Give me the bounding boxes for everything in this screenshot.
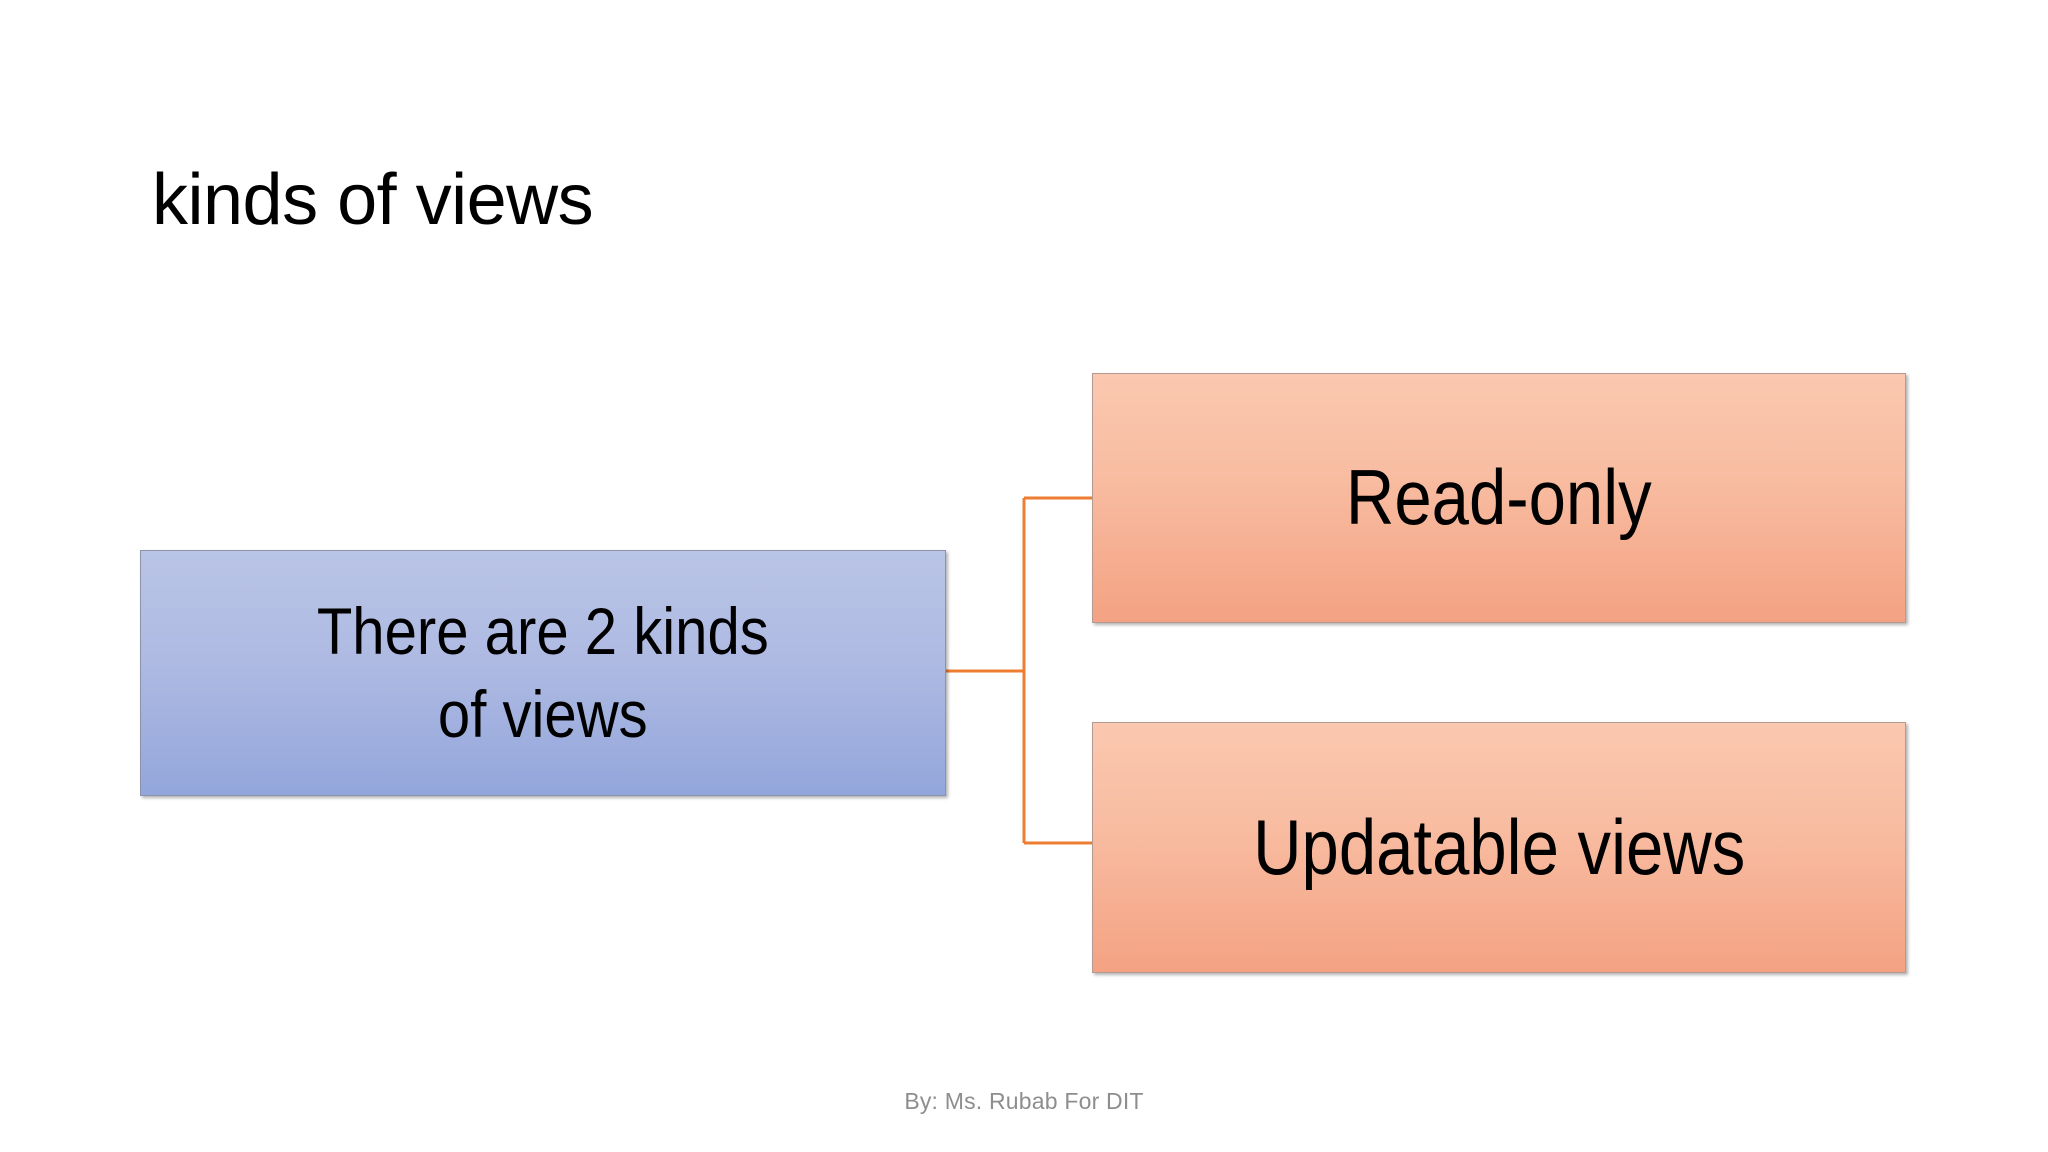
diagram-node-root-label: There are 2 kinds of views xyxy=(308,590,778,756)
page-title: kinds of views xyxy=(152,160,594,241)
diagram-node-read-only-label: Read-only xyxy=(1346,453,1652,542)
diagram-node-updatable-views-label: Updatable views xyxy=(1252,802,1746,891)
diagram-node-root-label-line1: There are 2 kinds xyxy=(317,593,769,668)
footer-credit: By: Ms. Rubab For DIT xyxy=(904,1088,1144,1114)
diagram-node-root-label-line2: of views xyxy=(438,677,648,751)
diagram-node-read-only[interactable]: Read-only xyxy=(1092,373,1906,623)
diagram-node-root[interactable]: There are 2 kinds of views xyxy=(140,550,946,796)
diagram-node-updatable-views[interactable]: Updatable views xyxy=(1092,722,1906,973)
